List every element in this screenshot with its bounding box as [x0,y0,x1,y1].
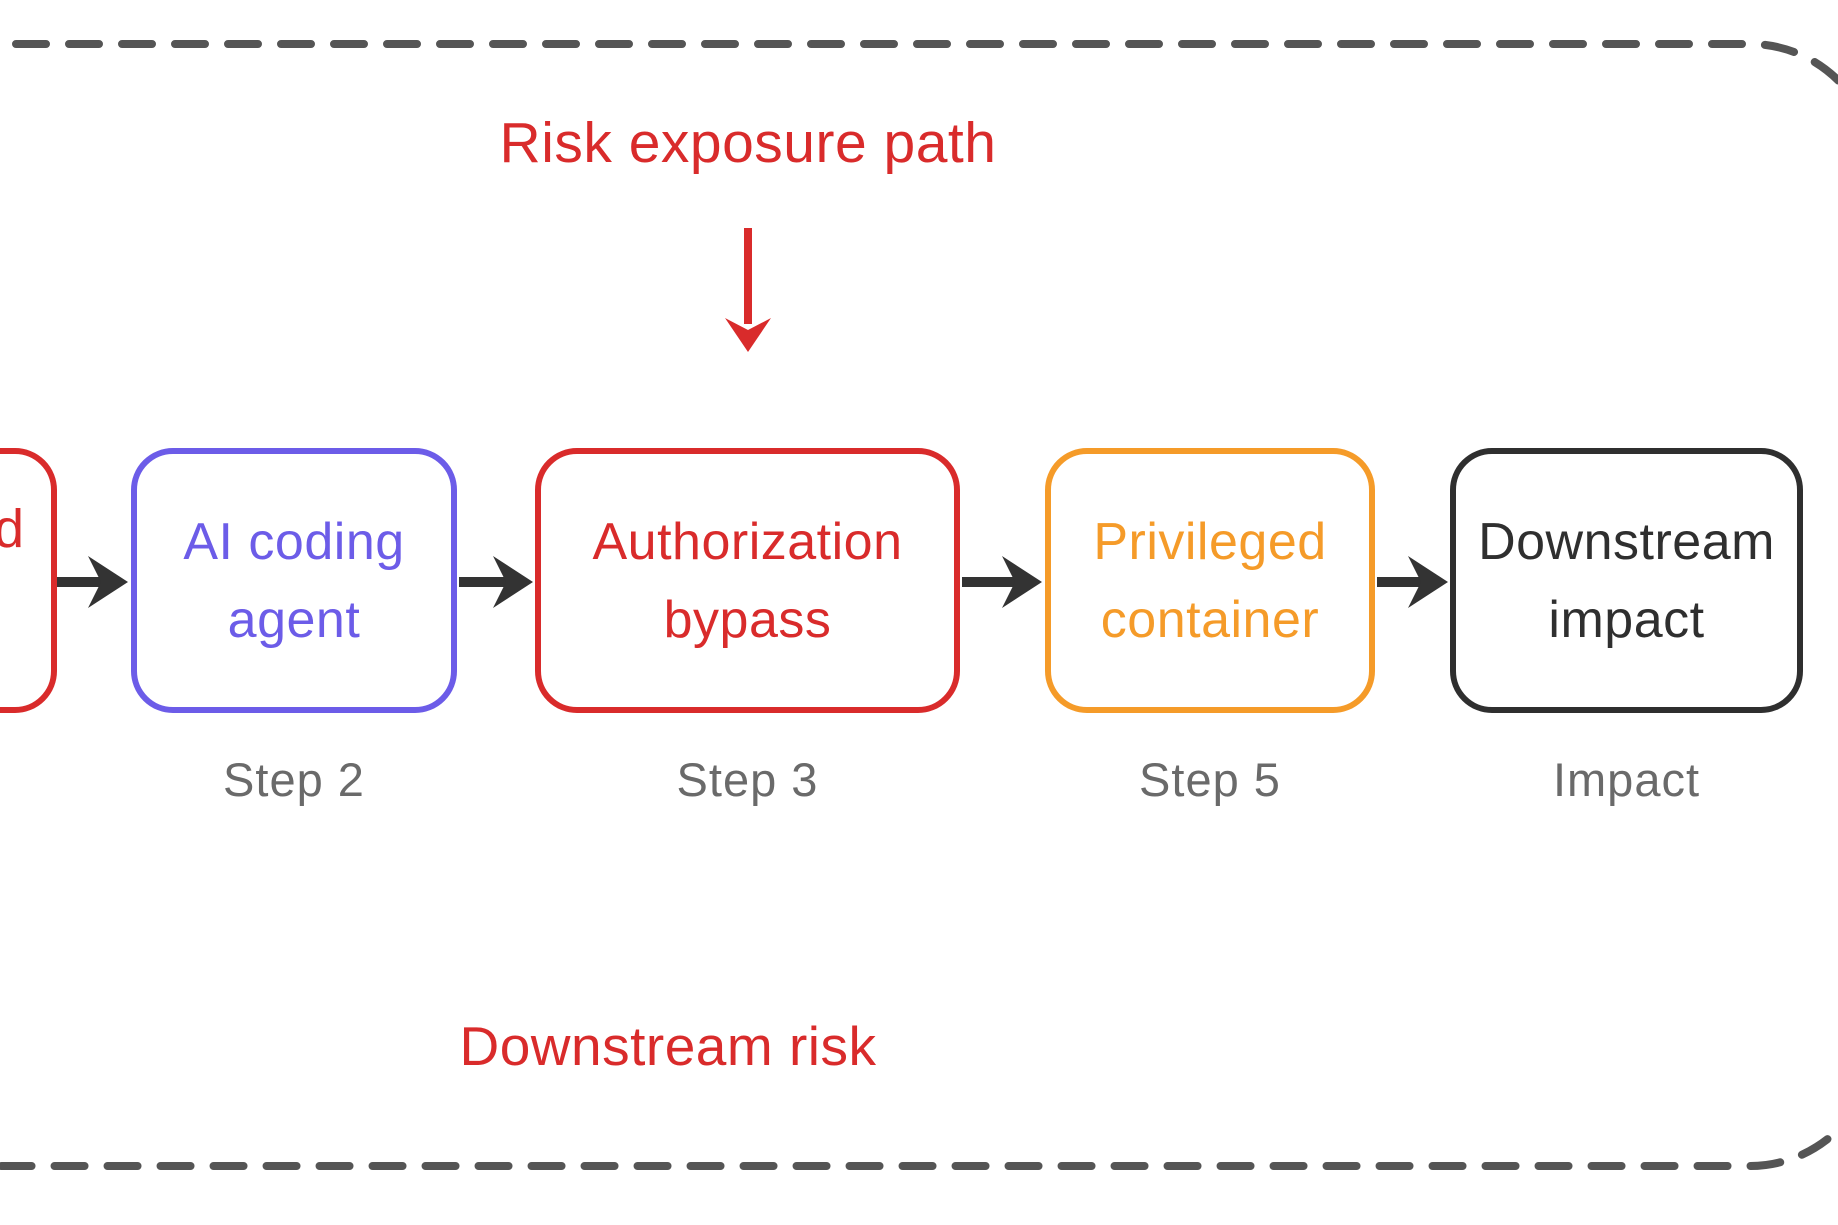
downstream-risk-label: Downstream risk [459,1015,877,1077]
step-label-step-2: Step 2 [223,753,365,806]
node-partial-visible-text: d [0,499,25,559]
dashed-boundary-border [0,40,1838,1170]
node-label-line: Privileged [1093,512,1327,571]
node-box-privileged-container: Privileged container [1045,448,1375,713]
node-label-line: container [1100,590,1320,649]
node-label-line: AI coding [183,512,405,571]
risk-exposure-path-label: Risk exposure path [499,111,997,175]
node-label-line: agent [227,590,361,649]
node-label-line: Authorization [592,512,903,571]
node-label-line: impact [1548,590,1705,649]
step-label-impact: Impact [1552,753,1701,806]
flow-arrow-1-icon [57,556,128,608]
node-box-authorization-bypass: Authorization bypass [535,448,960,713]
node-label-line: bypass [663,590,832,649]
flow-arrow-4-icon [1377,556,1448,608]
step-label-step-5: Step 5 [1139,753,1281,806]
step-label-step-3: Step 3 [676,753,819,806]
risk-path-arrow-icon [725,228,771,352]
node-box-downstream-impact: Downstream impact [1450,448,1803,713]
flow-arrow-3-icon [962,556,1042,608]
flow-arrow-2-icon [459,556,533,608]
node-box-ai-coding-agent: AI coding agent [131,448,457,713]
node-box-partial-left [0,448,57,713]
node-label-line: Downstream [1478,512,1775,571]
